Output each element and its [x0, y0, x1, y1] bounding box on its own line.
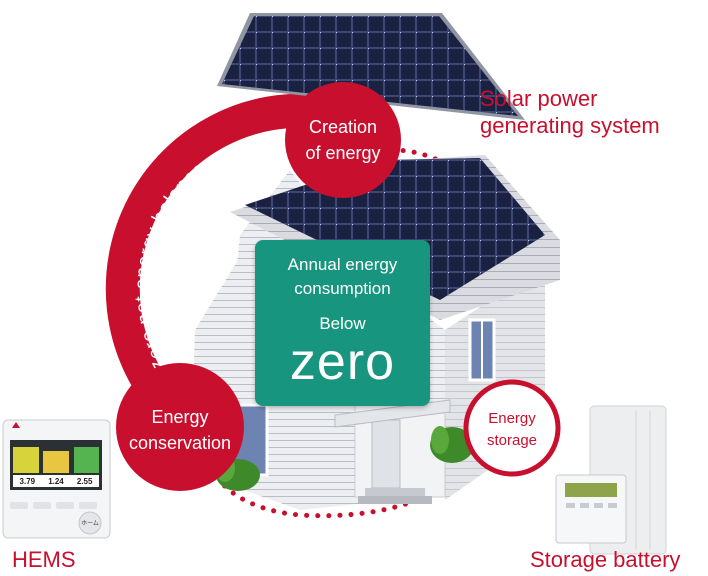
creation-line1: Creation [308, 117, 378, 137]
creation-node [285, 82, 401, 198]
solar-system-label: Solar power generating system [480, 85, 660, 139]
panel-below: Below [319, 314, 366, 333]
panel-line2: consumption [294, 279, 391, 298]
creation-text: Creation of energy [290, 114, 396, 166]
hems-reading-2: 1.24 [48, 476, 64, 486]
mitsubishi-logo-icon [12, 422, 20, 428]
storage-battery-icon [555, 405, 667, 555]
zero-balance-arc [105, 93, 339, 422]
storage-line1: Energy [488, 410, 536, 427]
hems-reading-1: 3.79 [19, 476, 36, 486]
storage-text: Energy storage [466, 408, 558, 452]
annual-consumption-panel: Annual energy consumption Below zero [255, 240, 430, 406]
conservation-text: Energy conservation [118, 404, 242, 456]
panel-zero: zero [289, 333, 396, 391]
storage-node [463, 379, 561, 477]
panel-line1: Annual energy [287, 255, 398, 274]
hems-controller-icon [2, 419, 111, 539]
hems-readings: 3.79 1.24 2.55 [13, 475, 99, 487]
hems-home-button: ホーム [81, 520, 99, 527]
storage-line2: storage [486, 432, 538, 449]
conservation-line2: conservation [128, 433, 232, 453]
solar-system-label-line1: Solar power [480, 86, 598, 111]
hems-reading-3: 2.55 [76, 476, 93, 486]
solar-system-label-line2: generating system [480, 113, 660, 138]
solar-panel-icon [217, 13, 525, 120]
conservation-line1: Energy [151, 407, 209, 427]
creation-line2: of energy [305, 143, 381, 163]
hems-label: HEMS [12, 547, 76, 572]
storage-battery-label: Storage battery [530, 547, 681, 572]
conservation-node [116, 363, 244, 491]
